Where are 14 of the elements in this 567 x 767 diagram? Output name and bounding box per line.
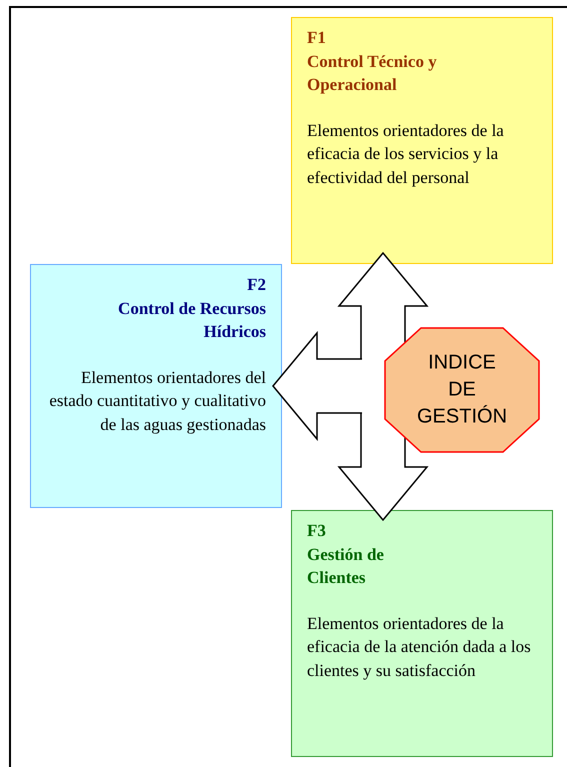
card-number: F1 (307, 27, 327, 49)
card-description: Elementos orientadores del estado cuantitativo y cualitativo de las aguas gestionadas (48, 366, 266, 436)
card-number: F2 (246, 274, 266, 296)
info-card (291, 510, 553, 757)
card-description: Elementos orientadores de la eficacia de la atención dada a los clientes y su satisfacción (307, 612, 532, 682)
info-card (30, 264, 282, 508)
card-heading: Control de Recursos Hídricos (117, 298, 266, 343)
octagon-label: INDICE DE GESTIÓN (417, 350, 507, 430)
block-arrow (272, 330, 363, 442)
card-heading: Gestión de Clientes (307, 544, 385, 589)
card-description: Elementos orientadores de la eficacia de los servicios y la efectividad del personal (307, 120, 505, 189)
card-heading: Control Técnico y Operacional (307, 50, 438, 96)
card-number: F3 (307, 520, 327, 542)
info-card (291, 17, 553, 264)
